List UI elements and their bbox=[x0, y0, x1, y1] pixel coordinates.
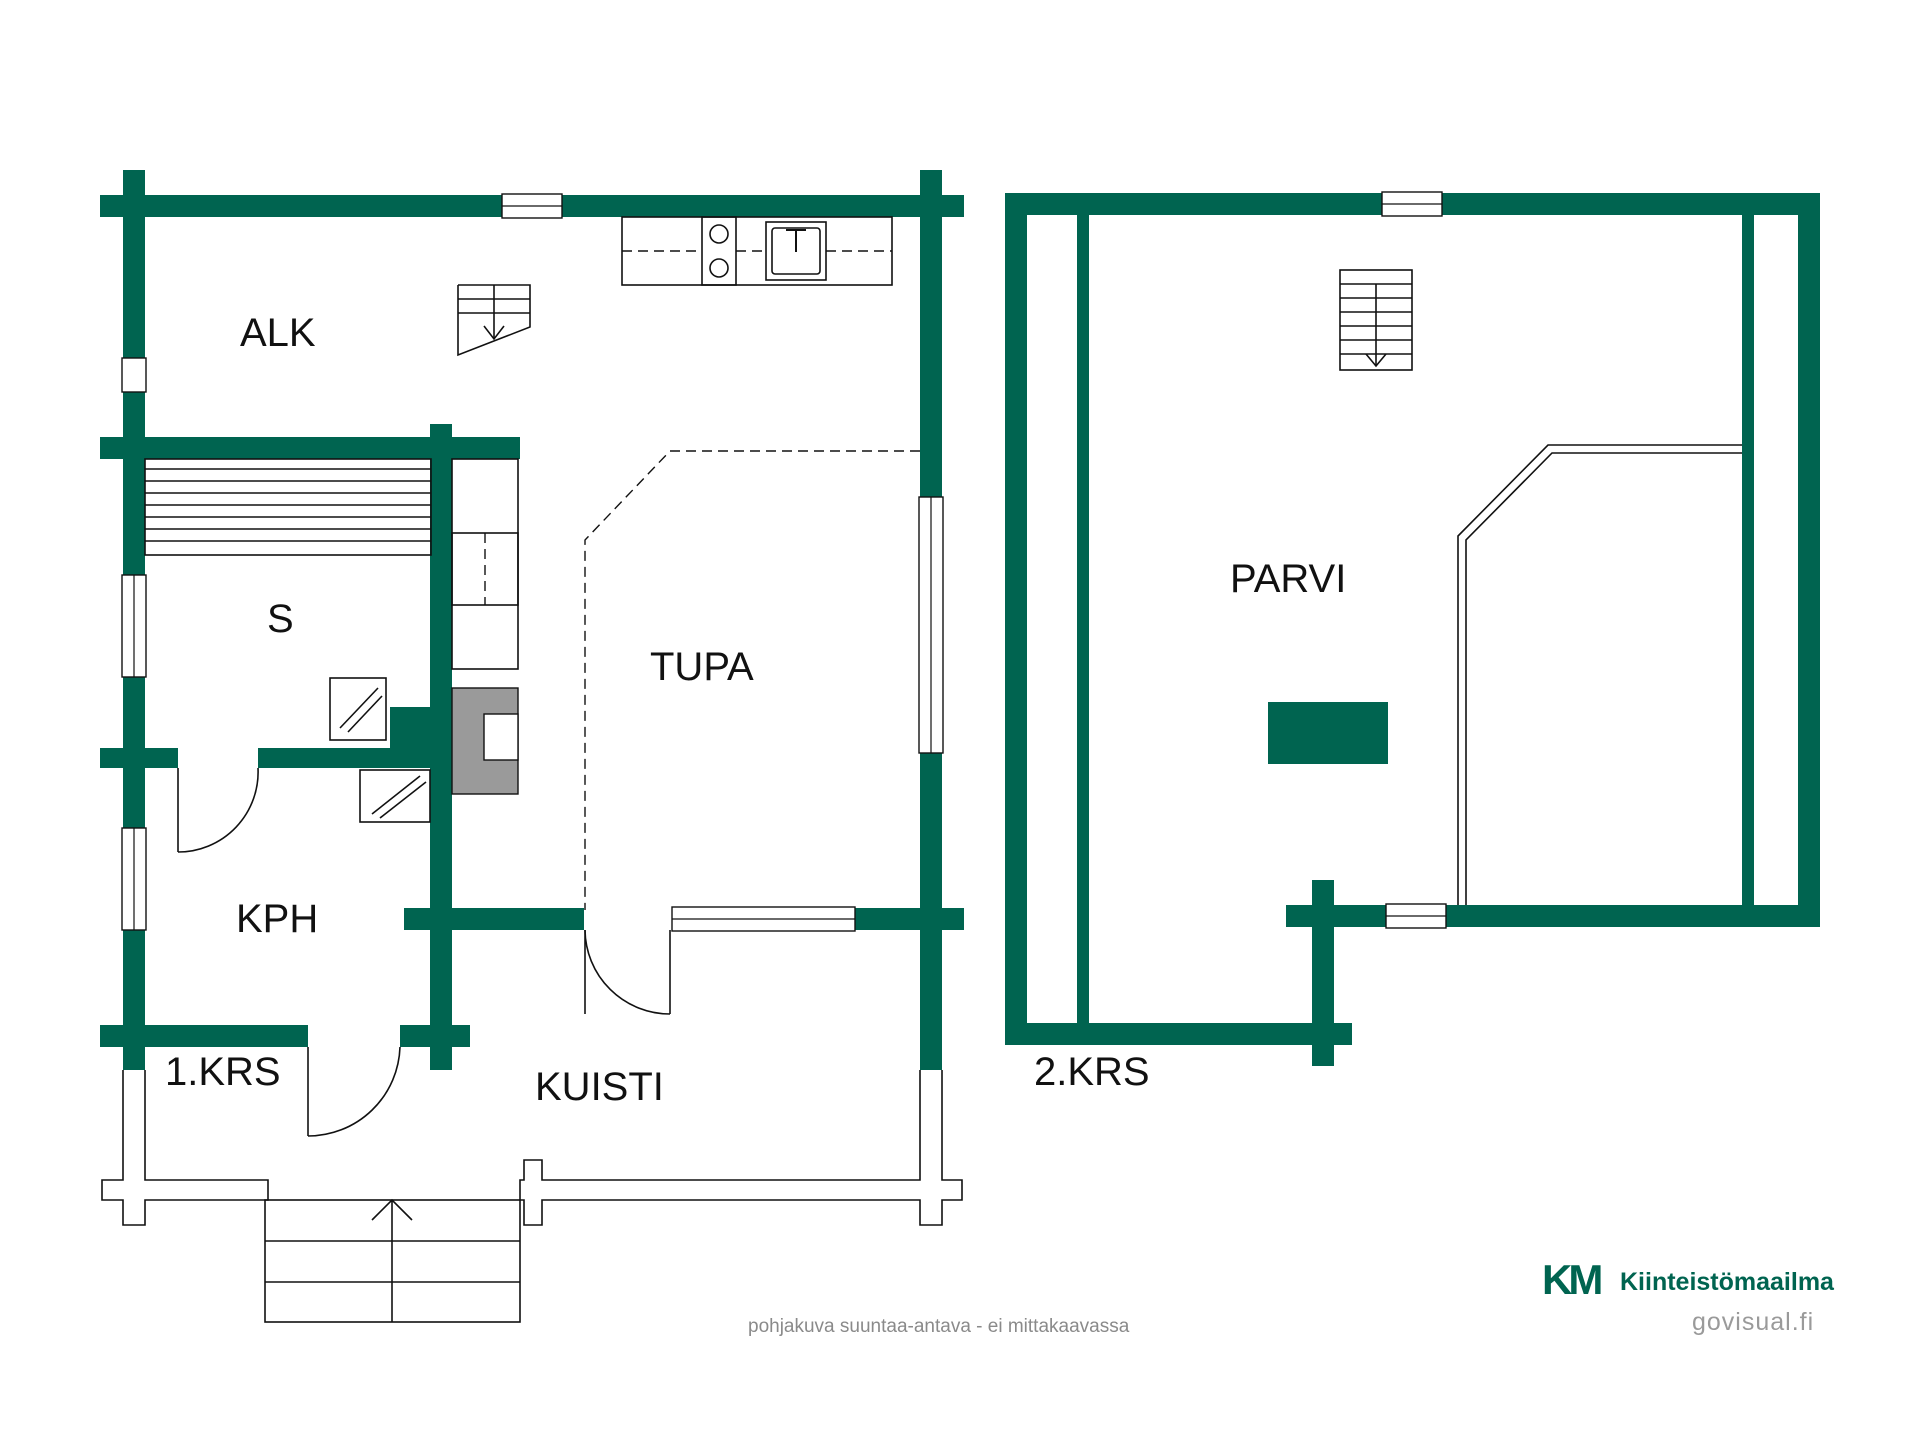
brand-mark: KM bbox=[1542, 1256, 1601, 1303]
room-label-kuisti: KUISTI bbox=[535, 1065, 664, 1109]
kitchen-counter bbox=[621, 216, 893, 286]
floor-2-windows bbox=[1381, 191, 1447, 929]
floor-2-plan: PARVI 2.KRS bbox=[1005, 191, 1820, 1094]
floor-label-2krs: 2.KRS bbox=[1034, 1050, 1150, 1094]
floor-label-1krs: 1.KRS bbox=[165, 1050, 281, 1094]
brand-name: Kiinteistömaailma bbox=[1620, 1268, 1835, 1296]
floor-1-doors bbox=[177, 767, 671, 1137]
sauna-benches bbox=[144, 458, 432, 556]
loft-railing bbox=[1457, 444, 1742, 905]
tupa-dashed-outline bbox=[584, 450, 920, 910]
room-label-parvi: PARVI bbox=[1230, 557, 1346, 601]
entrance-steps bbox=[264, 1198, 521, 1323]
room-label-kph: KPH bbox=[236, 897, 318, 941]
room-label-tupa: TUPA bbox=[650, 645, 754, 689]
stairs-floor-1 bbox=[457, 284, 531, 357]
brand-logo: KM Kiinteistömaailma bbox=[1542, 1256, 1835, 1303]
room-label-alk: ALK bbox=[240, 311, 316, 355]
site-url: govisual.fi bbox=[1692, 1308, 1814, 1336]
disclaimer-note: pohjakuva suuntaa-antava - ei mittakaava… bbox=[748, 1316, 1130, 1337]
cabinet-unit bbox=[451, 458, 519, 670]
floor-1-walls bbox=[100, 170, 964, 1070]
stairs-floor-2 bbox=[1339, 269, 1413, 371]
floor-2-walls bbox=[1005, 193, 1820, 1066]
floor-1-plan: ALK S KPH TUPA KUISTI 1.KRS bbox=[100, 170, 964, 1323]
porch-railing bbox=[101, 1070, 963, 1226]
sauna-glass-blocks bbox=[329, 677, 431, 823]
floor-1-windows bbox=[121, 193, 944, 932]
room-label-s: S bbox=[267, 597, 294, 641]
fireplace bbox=[451, 687, 519, 795]
